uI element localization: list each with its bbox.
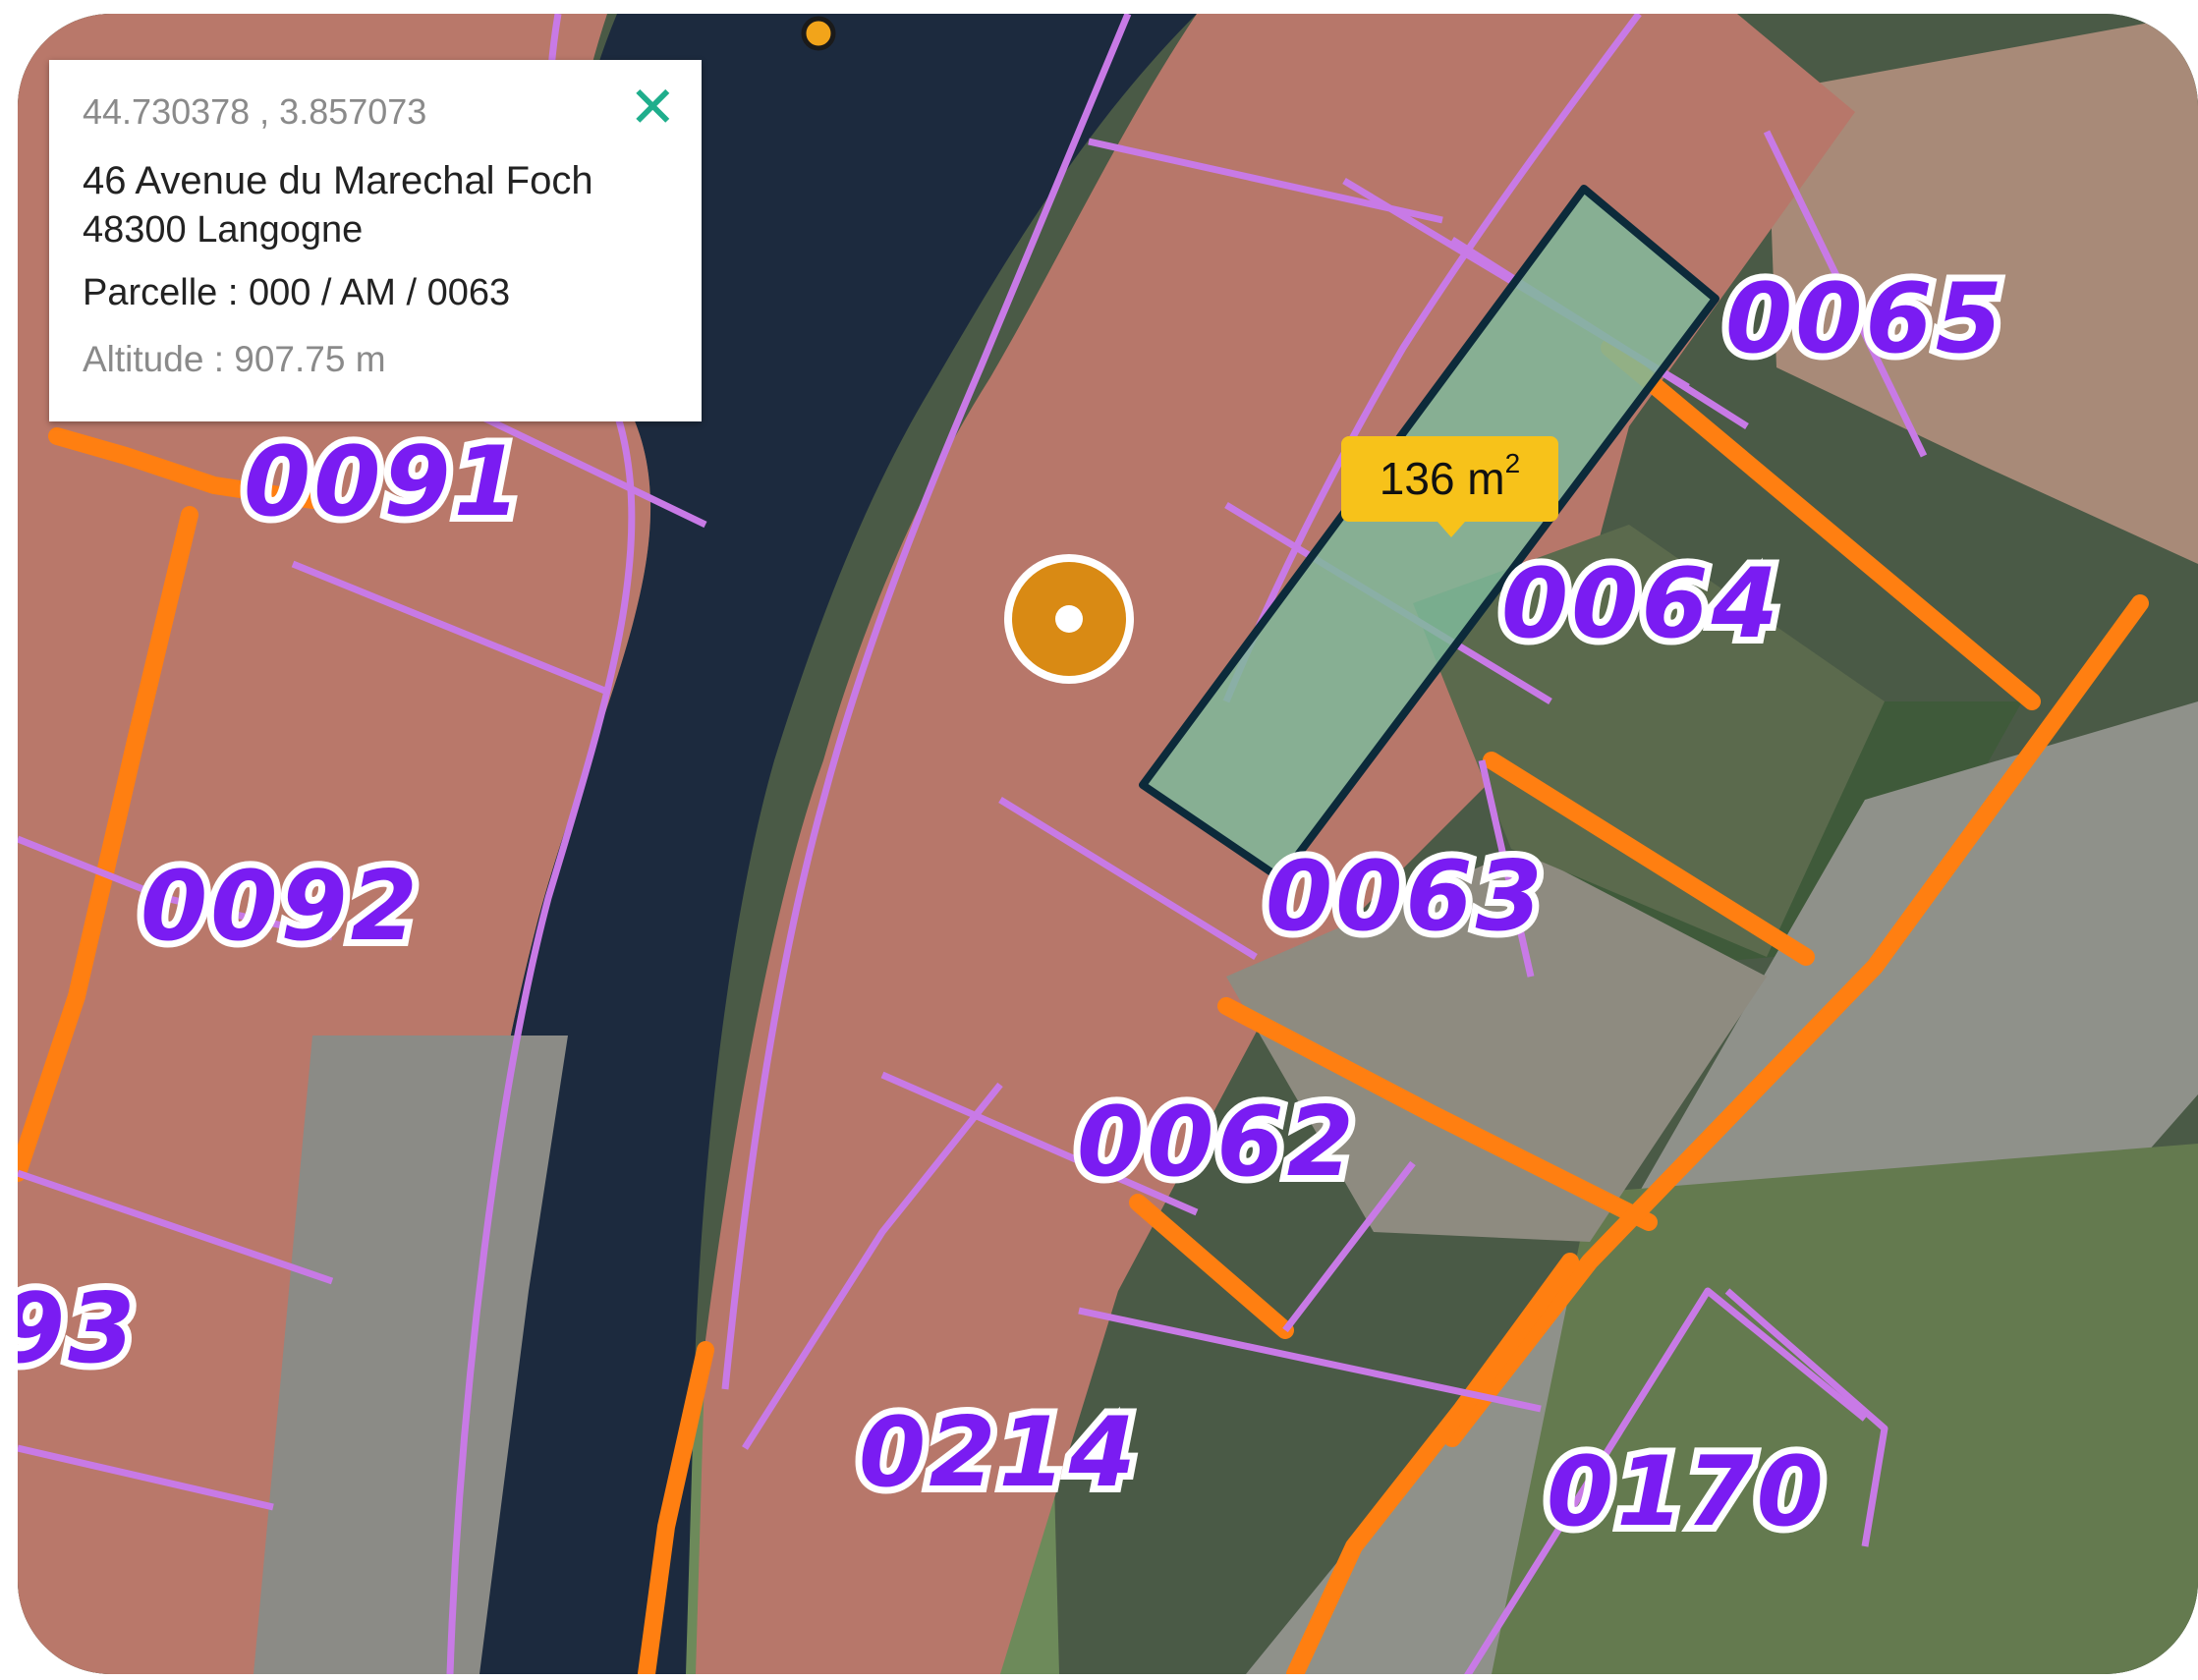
left-bank-buildings <box>18 14 651 1674</box>
coordinates-text: 44.730378 , 3.857073 <box>83 91 427 132</box>
map-point-icon <box>801 16 836 51</box>
location-marker-icon[interactable] <box>1004 554 1134 684</box>
section-boundaries <box>18 339 2149 1674</box>
parcel-label-0063: 0063 <box>1266 841 1546 953</box>
river <box>430 14 1197 1674</box>
parcel-label-0091: 0091 <box>244 426 524 538</box>
area-measure-tooltip: 136 m2 <box>1341 436 1558 537</box>
tooltip-pointer <box>1437 522 1465 537</box>
cadastral-map[interactable]: 0065 0091 0064 0092 0063 0062 93 0214 01… <box>18 14 2198 1674</box>
measured-area[interactable] <box>1139 185 1719 882</box>
parcel-label-0214: 0214 <box>859 1397 1139 1509</box>
parcel-label-0064: 0064 <box>1501 548 1781 660</box>
area-unit-exponent: 2 <box>1504 447 1521 478</box>
parcel-info-popup: 44.730378 , 3.857073 ✕ 46 Avenue du Mare… <box>49 60 702 421</box>
parcel-label-0092: 0092 <box>141 851 421 963</box>
parcel-label-0065: 0065 <box>1725 263 2005 375</box>
courtyard <box>1413 525 1885 957</box>
parcel-reference: Parcelle : 000 / AM / 0063 <box>83 272 511 313</box>
grass-area <box>1492 1144 2198 1674</box>
roof-area <box>1767 14 2198 564</box>
address-line-2: 48300 Langogne <box>83 209 364 251</box>
map-viewport[interactable]: 0065 0091 0064 0092 0063 0062 93 0214 01… <box>18 14 2198 1674</box>
courtyard <box>1226 849 1767 1242</box>
address-line-1: 46 Avenue du Marechal Foch <box>83 159 593 202</box>
altitude-text: Altitude : 907.75 m <box>83 339 386 379</box>
parcel-label-0062: 0062 <box>1077 1087 1357 1199</box>
parcel-label-0170: 0170 <box>1547 1436 1827 1548</box>
close-icon[interactable]: ✕ <box>629 76 677 140</box>
area-value: 136 m <box>1379 453 1505 504</box>
parcel-label-93: 93 <box>18 1273 138 1385</box>
